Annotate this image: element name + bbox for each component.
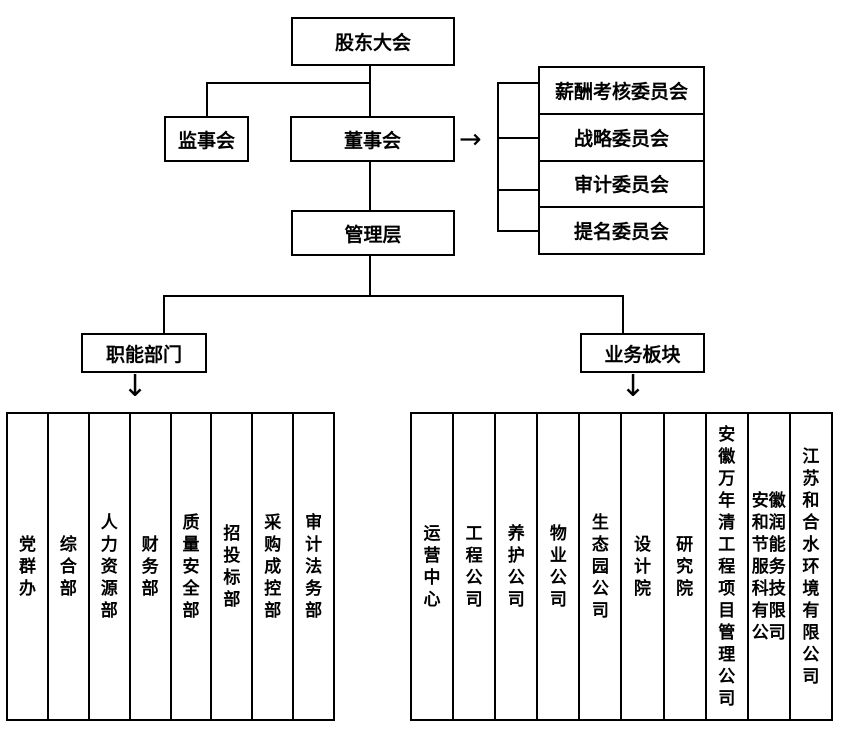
functional-dept-cell: 质量安全部 xyxy=(169,414,211,719)
functional-dept-cell: 财务部 xyxy=(128,414,170,719)
connector-horizontal-split xyxy=(163,295,624,297)
functional-departments-box: 职能部门 xyxy=(81,333,207,373)
business-unit-label: 生态园公司 xyxy=(591,512,609,621)
business-unit-label: 江苏和合水环境有限公司 xyxy=(802,446,820,687)
business-unit-label: 安徽万年清工程项目管理公司 xyxy=(718,424,736,709)
connector-shareholders-to-board xyxy=(369,64,371,118)
committee-bracket-stub-4 xyxy=(497,230,540,232)
business-unit-label: 安徽和润节能服务科技有限公司 xyxy=(751,490,786,643)
business-segments-box: 业务板块 xyxy=(580,333,705,373)
committee-nomination-box: 提名委员会 xyxy=(540,206,703,253)
business-unit-label: 研究院 xyxy=(676,534,694,599)
functional-dept-cell: 党群办 xyxy=(8,414,47,719)
business-unit-label: 设计院 xyxy=(634,534,652,599)
management-box: 管理层 xyxy=(291,210,455,256)
functional-dept-label: 质量安全部 xyxy=(182,512,200,621)
functional-dept-cell: 综合部 xyxy=(46,414,88,719)
business-unit-label: 物业公司 xyxy=(549,523,567,610)
business-unit-cell: 养护公司 xyxy=(494,414,536,719)
business-segments-group: 运营中心 工程公司 养护公司 物业公司 生态园公司 设计院 研究院 安徽万年清工… xyxy=(410,412,833,721)
down-arrow-icon-functional: ↓ xyxy=(122,369,148,404)
business-unit-label: 养护公司 xyxy=(507,523,525,610)
functional-dept-label: 采购成控部 xyxy=(264,512,282,621)
business-unit-cell: 研究院 xyxy=(662,414,705,719)
committee-bracket-stub-3 xyxy=(497,189,540,191)
connector-management-drop xyxy=(369,254,371,297)
functional-dept-cell: 招投标部 xyxy=(210,414,251,719)
business-unit-cell: 工程公司 xyxy=(452,414,494,719)
business-unit-cell: 设计院 xyxy=(620,414,662,719)
committee-bracket-stub-1 xyxy=(497,82,540,84)
connector-drop-supervisory xyxy=(206,82,208,116)
business-unit-label: 工程公司 xyxy=(465,523,483,610)
business-unit-cell: 运营中心 xyxy=(412,414,452,719)
functional-dept-label: 人力资源部 xyxy=(100,512,118,621)
committee-bracket-vertical xyxy=(497,82,499,232)
connector-branch-supervisory xyxy=(206,82,371,84)
functional-dept-label: 招投标部 xyxy=(223,523,241,610)
committee-audit-box: 审计委员会 xyxy=(540,159,703,207)
supervisory-board-box: 监事会 xyxy=(164,116,249,162)
functional-dept-label: 综合部 xyxy=(59,534,77,599)
shareholders-meeting-box: 股东大会 xyxy=(291,17,455,66)
business-unit-cell: 江苏和合水环境有限公司 xyxy=(788,414,831,719)
business-unit-label: 运营中心 xyxy=(423,523,441,610)
down-arrow-icon-business: ↓ xyxy=(620,369,646,404)
connector-drop-business xyxy=(622,295,624,335)
committee-strategy-box: 战略委员会 xyxy=(540,112,703,160)
committee-stack: 薪酬考核委员会 战略委员会 审计委员会 提名委员会 xyxy=(538,66,705,255)
committee-remuneration-box: 薪酬考核委员会 xyxy=(554,80,688,103)
functional-dept-cell: 人力资源部 xyxy=(87,414,129,719)
business-unit-cell: 物业公司 xyxy=(536,414,578,719)
board-of-directors-box: 董事会 xyxy=(290,116,455,162)
business-unit-cell: 安徽万年清工程项目管理公司 xyxy=(704,414,747,719)
functional-dept-cell: 采购成控部 xyxy=(251,414,292,719)
functional-dept-label: 审计法务部 xyxy=(305,512,323,621)
right-arrow-icon: → xyxy=(459,124,482,155)
connector-drop-functional xyxy=(163,295,165,335)
functional-departments-group: 党群办 综合部 人力资源部 财务部 质量安全部 招投标部 采购成控部 审计法务部 xyxy=(6,412,335,721)
functional-dept-label: 财务部 xyxy=(141,534,159,599)
business-unit-cell: 生态园公司 xyxy=(578,414,620,719)
functional-dept-label: 党群办 xyxy=(18,534,36,599)
committee-bracket-stub-2 xyxy=(497,137,540,139)
business-unit-cell: 安徽和润节能服务科技有限公司 xyxy=(746,414,789,719)
functional-dept-cell: 审计法务部 xyxy=(292,414,333,719)
connector-board-to-management xyxy=(369,160,371,212)
